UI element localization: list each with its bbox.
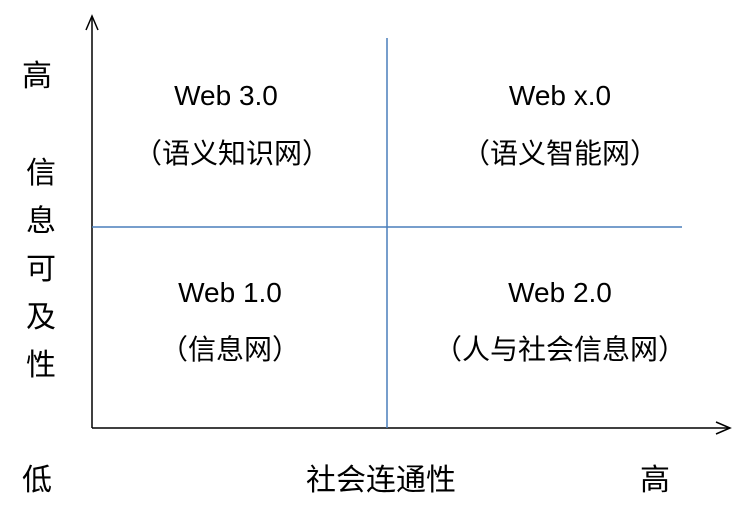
y-axis-high-label: 高 bbox=[22, 59, 52, 94]
quadrant-top-left-title: Web 3.0 bbox=[174, 80, 278, 111]
x-axis-title: 社会连通性 bbox=[306, 463, 456, 498]
y-axis-low-label: 低 bbox=[22, 463, 52, 498]
y-axis-title-char: 信 bbox=[26, 156, 56, 191]
quadrant-top-right-title: Web x.0 bbox=[508, 80, 612, 111]
quadrant-top-right-subtitle: （语义智能网） bbox=[461, 137, 659, 170]
y-axis-title-char: 可 bbox=[26, 252, 56, 287]
x-axis-high-label: 高 bbox=[640, 463, 670, 498]
y-axis-title-char: 息 bbox=[26, 204, 56, 239]
quadrant-bottom-right-title: Web 2.0 bbox=[508, 277, 612, 308]
y-axis-title: 信 息 可 及 性 bbox=[24, 150, 58, 390]
y-axis-arrow-icon bbox=[85, 14, 99, 31]
quadrant-bottom-right-subtitle: （人与社会信息网） bbox=[433, 333, 687, 366]
y-axis-title-char: 及 bbox=[26, 300, 56, 335]
quadrant-bottom-left-title: Web 1.0 bbox=[178, 277, 282, 308]
quadrant-top-left-subtitle: （语义知识网） bbox=[133, 137, 331, 170]
quadrant-bottom-left-subtitle: （信息网） bbox=[159, 333, 301, 366]
y-axis-title-char: 性 bbox=[26, 348, 56, 383]
x-axis-arrow-icon bbox=[715, 421, 732, 435]
